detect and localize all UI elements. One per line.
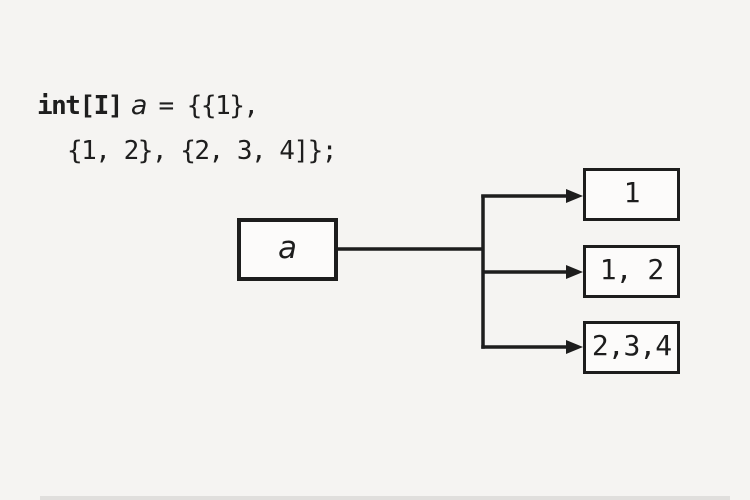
bottom-edge-artifact <box>40 496 730 500</box>
code-line-2: {1, 2}, {2, 3, 4]}; <box>67 136 337 166</box>
array-ref-label: a <box>278 229 297 266</box>
row-box-3: 2,3,4 <box>583 321 680 374</box>
arrowhead-middle <box>566 265 583 279</box>
code-variable: a <box>130 90 148 121</box>
arrowhead-top <box>566 189 583 203</box>
row-label-2: 1, 2 <box>599 253 664 286</box>
code-line-1: int[I]a = {{1}, <box>37 90 259 121</box>
code-keyword: int[I] <box>37 91 123 121</box>
row-label-1: 1 <box>623 176 641 209</box>
array-ref-box: a <box>237 218 338 281</box>
row-box-2: 1, 2 <box>583 245 680 298</box>
row-box-1: 1 <box>583 168 680 221</box>
code-assignment: = {{1}, <box>158 91 259 121</box>
arrowhead-bottom <box>566 340 583 354</box>
row-label-3: 2,3,4 <box>591 329 672 362</box>
